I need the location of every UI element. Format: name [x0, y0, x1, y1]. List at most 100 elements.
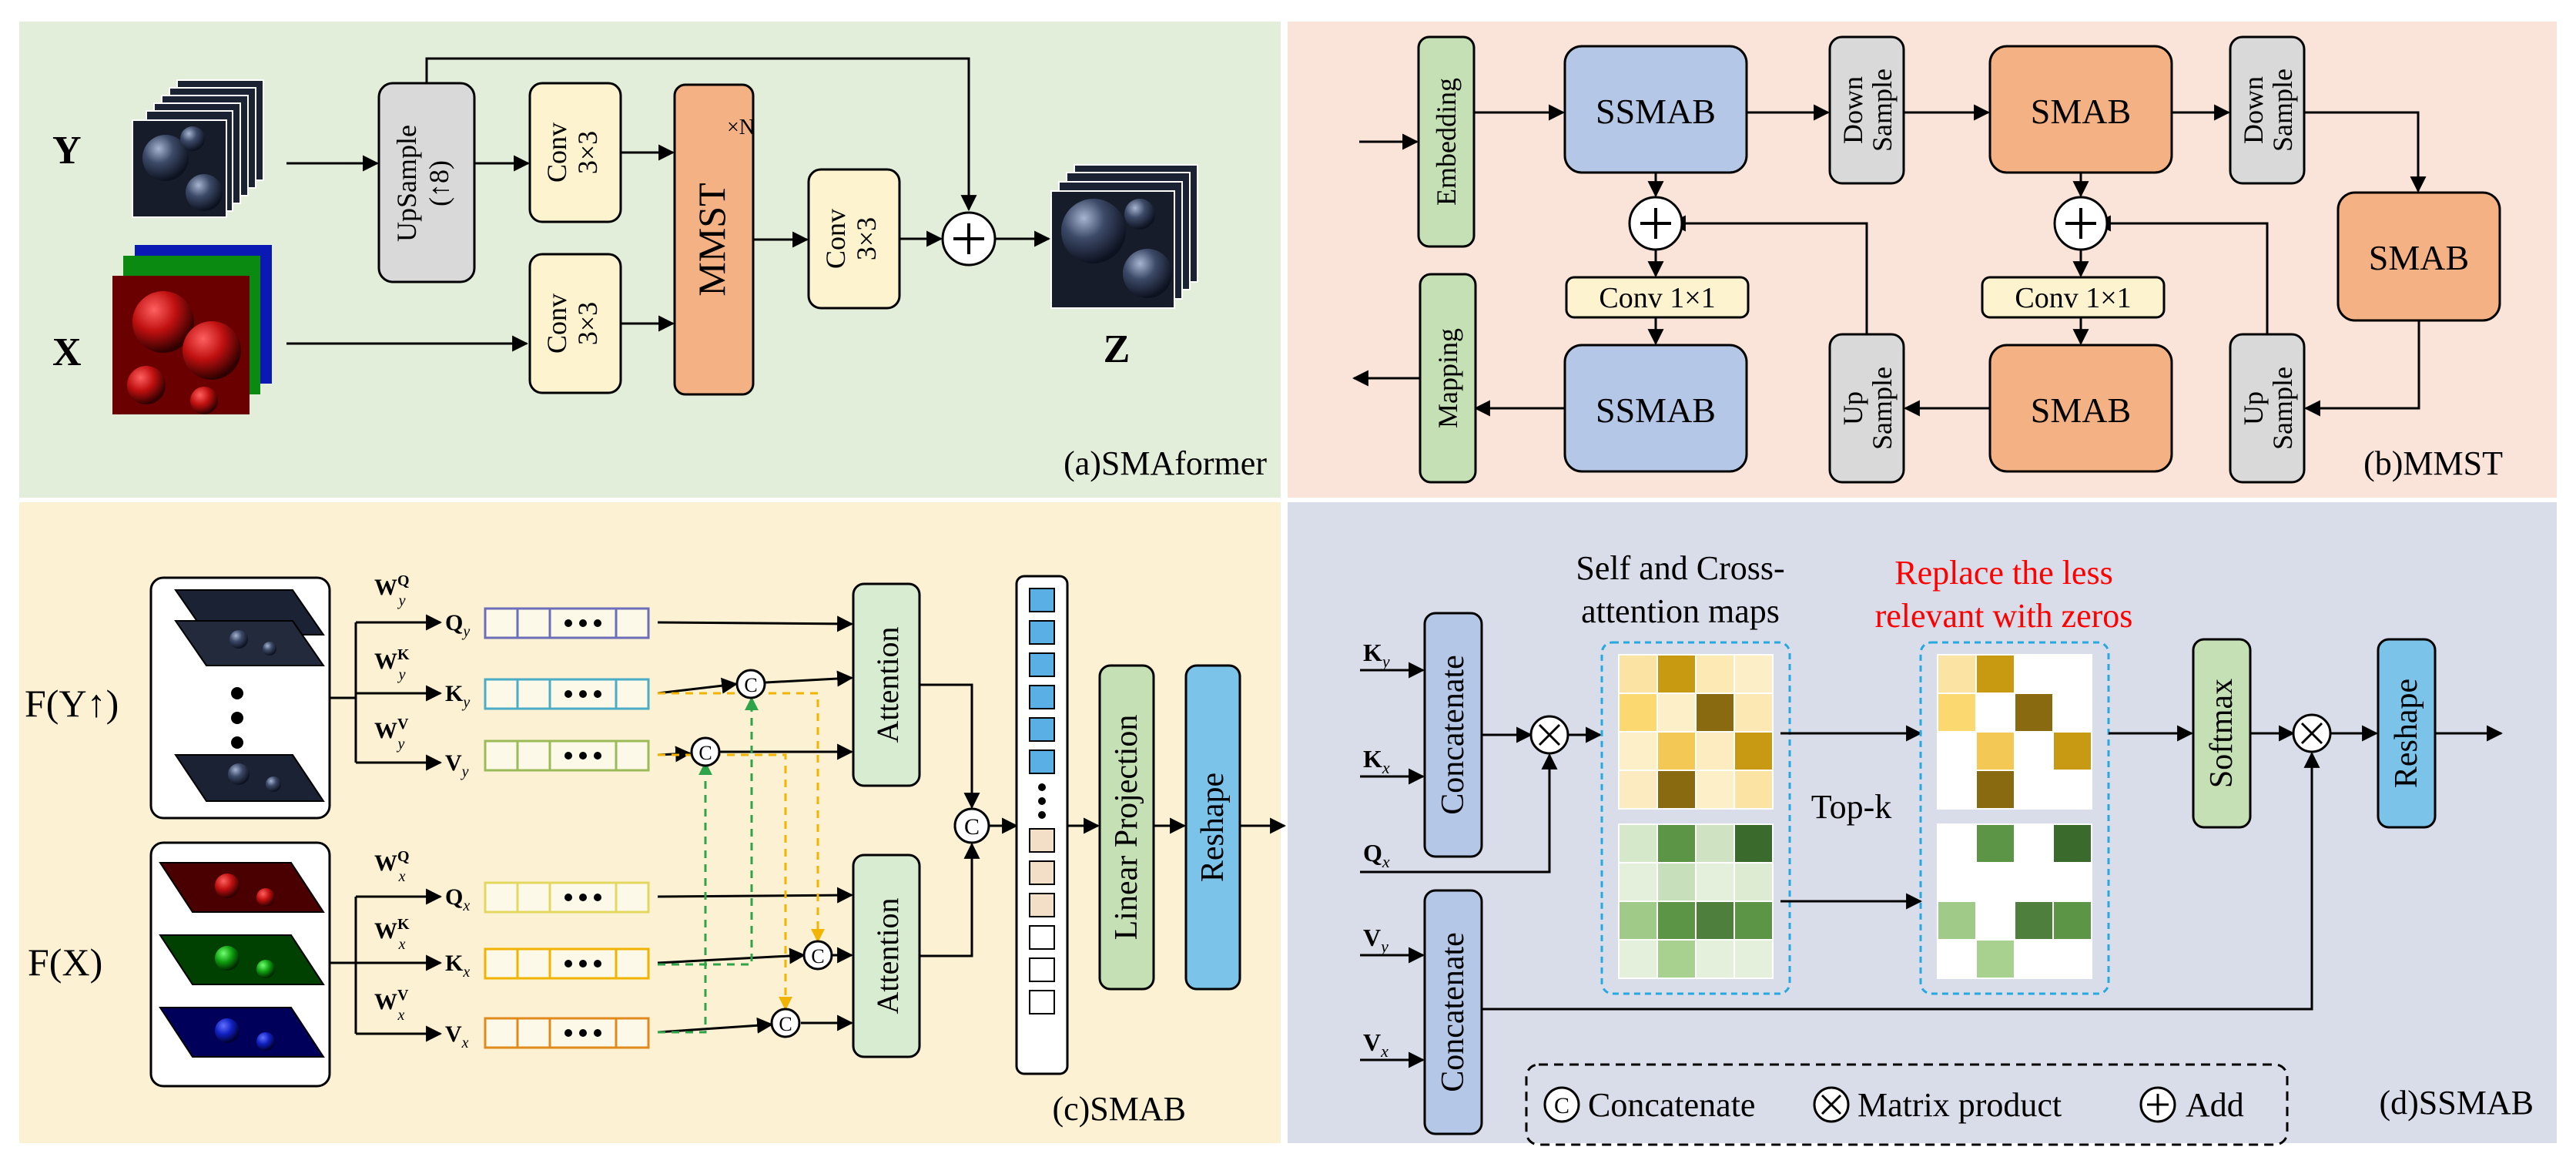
svg-text:C: C: [964, 814, 980, 840]
downsample-1-label: Down: [1837, 76, 1868, 144]
token-cell-x: [1029, 860, 1055, 885]
token-cell-x: [1029, 990, 1055, 1014]
reshape-d-label: Reshape: [2389, 679, 2424, 788]
concat-op-v-y: C: [690, 736, 721, 767]
token-cell-y: [1029, 685, 1055, 709]
caption-c: (c)SMAB: [1052, 1090, 1186, 1128]
upsample-2-label: Up: [2238, 391, 2269, 425]
softmax-label: Softmax: [2204, 679, 2239, 788]
token-cell-x: [1029, 925, 1055, 950]
q-y-label: Q: [445, 610, 463, 635]
token-cell-y: [1029, 717, 1055, 742]
d-v-x-label: V: [1363, 1028, 1381, 1056]
q-x-label: Q: [445, 884, 463, 910]
conv-bottom-kernel: 3×3: [572, 302, 603, 345]
token-strips: [484, 607, 650, 1049]
downsample-1-block: [1828, 35, 1905, 185]
sparse-maps-container: [1919, 641, 2110, 995]
panel-d-background: [1288, 502, 2557, 1143]
token-strip-k-y: [484, 678, 650, 710]
legend-matrix-product: Matrix product: [1813, 1086, 2062, 1124]
panel-b: Embedding SSMAB Down Sample SMAB Down Sa…: [1352, 35, 2503, 484]
concat-op-k-x: C: [802, 940, 833, 971]
svg-text:WQx: WQx: [374, 848, 410, 885]
concat-op-main: C: [953, 807, 990, 844]
smab-bottleneck-label: SMAB: [2369, 238, 2469, 277]
svg-text:C: C: [744, 674, 757, 696]
token-strip-q-x: [484, 881, 650, 914]
svg-text:Vx: Vx: [1363, 1028, 1388, 1061]
svg-text:C: C: [698, 742, 712, 764]
conv-top-label: Conv: [541, 122, 572, 183]
w-q-x: W: [374, 850, 397, 876]
linear-projection-label: Linear Projection: [1109, 715, 1144, 941]
d-q-x-label: Q: [1363, 839, 1382, 867]
embedding-block: [1417, 35, 1476, 248]
z-image-stack: [1050, 164, 1198, 309]
d-v-y-label: V: [1363, 924, 1381, 951]
token-cell-y: [1029, 652, 1055, 677]
legend-concat: C Concatenate: [1543, 1086, 1755, 1124]
token-cell-y: [1029, 620, 1055, 645]
conv1x1-left-block: [1565, 276, 1750, 319]
svg-text:Ky: Ky: [445, 681, 470, 711]
conv1x1-right-label: Conv 1×1: [2015, 282, 2131, 314]
token-cell-x: [1029, 957, 1055, 982]
k-y-label: K: [445, 681, 464, 706]
legend-add: Add: [2139, 1086, 2244, 1124]
replace-line1: Replace the less: [1894, 554, 2112, 592]
concatenate-v-label: Concatenate: [1435, 932, 1471, 1092]
w-k-x: W: [374, 918, 397, 944]
svg-text:WQy: WQy: [374, 572, 410, 609]
upsample-factor: (↑8): [424, 160, 454, 206]
panel-d: Ky Kx Qx Vy Vx Concatenate Concatenate S…: [1360, 549, 2534, 1146]
label-z: Z: [1104, 327, 1131, 371]
label-y: Y: [52, 129, 82, 173]
d-k-y-label: K: [1363, 639, 1382, 666]
svg-text:C: C: [811, 945, 824, 967]
svg-text:Kx: Kx: [1363, 745, 1390, 777]
conv-bottom-label: Conv: [541, 293, 572, 354]
caption-d: (d)SSMAB: [2380, 1084, 2534, 1122]
upsample-2-label2: Sample: [2267, 367, 2298, 450]
svg-text:Ky: Ky: [1363, 639, 1390, 671]
matrix-product-op-2: [2292, 713, 2332, 753]
concat-op-k-y: C: [735, 669, 766, 699]
token-strip-k-x: [484, 947, 650, 980]
maps-title-line2: attention maps: [1581, 592, 1780, 630]
token-cell-x: [1029, 893, 1055, 917]
y-image-stack: [132, 79, 264, 218]
w-k-y: W: [374, 649, 397, 674]
downsample-2-label: Down: [2238, 76, 2269, 144]
conv1x1-left-label: Conv 1×1: [1599, 282, 1715, 314]
mmst-repeat: ×N: [727, 116, 755, 139]
legend-add-label: Add: [2186, 1086, 2244, 1124]
mapping-label: Mapping: [1432, 328, 1463, 428]
attention-bottom-label: Attention: [870, 897, 905, 1014]
svg-text:WVy: WVy: [374, 716, 409, 753]
smab-top-label: SMAB: [2031, 92, 2131, 131]
token-strip-q-y: [484, 607, 650, 639]
concatenate-v-block: [1423, 889, 1483, 1135]
legend-matrix-label: Matrix product: [1857, 1086, 2062, 1124]
svg-text:Qx: Qx: [445, 884, 470, 914]
svg-text:WKx: WKx: [374, 916, 410, 953]
attention-maps-grid: [1618, 654, 1774, 979]
svg-text:C: C: [779, 1013, 792, 1035]
sparse-cross-attention-map: [1937, 823, 2092, 979]
svg-text:Vx: Vx: [445, 1021, 469, 1051]
reshape-c-label: Reshape: [1195, 773, 1231, 882]
w-v-y: W: [374, 718, 397, 743]
svg-text:Kx: Kx: [445, 951, 470, 981]
token-column-cells: [1029, 588, 1055, 1014]
attention-top-label: Attention: [870, 626, 905, 743]
svg-text:Vy: Vy: [445, 750, 469, 780]
downsample-1-label2: Sample: [1867, 69, 1898, 152]
fy-label: F(Y↑): [25, 682, 119, 725]
smab-bottom-label: SMAB: [2031, 391, 2131, 430]
x-image-stack: [112, 245, 272, 414]
upsample-label: UpSample: [391, 125, 422, 242]
concatenate-k-label: Concatenate: [1435, 655, 1471, 815]
svg-text:WVx: WVx: [374, 987, 409, 1024]
